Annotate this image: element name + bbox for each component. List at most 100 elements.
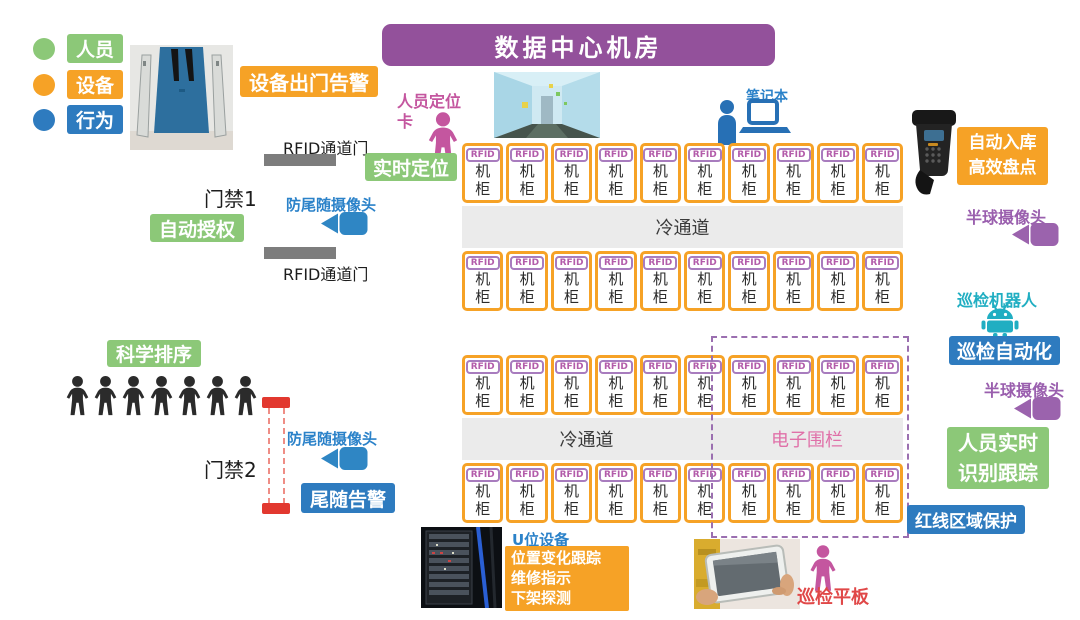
cabinet-label: 机柜: [830, 270, 846, 307]
cabinet-label: 机柜: [874, 482, 890, 519]
legend-label-person: 人员: [67, 34, 124, 63]
rfid-tag: RFID: [687, 360, 722, 375]
person-icon: [234, 375, 257, 416]
rfid-tag: RFID: [732, 256, 767, 271]
rfid-tag: RFID: [687, 256, 722, 271]
redline-protection-label: 红线区域保护: [907, 505, 1025, 534]
rfid-tag: RFID: [865, 148, 900, 163]
tablet-person-icon: [810, 545, 836, 591]
rfid-tag: RFID: [510, 360, 545, 375]
electronic-fence-label: 电子围栏: [771, 430, 843, 451]
legend-dot-person: [33, 38, 55, 60]
rack-photo: [421, 527, 502, 608]
dome-camera-icon-top: [1012, 223, 1059, 246]
door2-label: 门禁2: [204, 458, 257, 482]
cabinet-label: 机柜: [564, 482, 580, 519]
auto-authorization-label: 自动授权: [150, 214, 245, 242]
person-icon: [178, 375, 201, 416]
legend-dot-device: [33, 74, 55, 96]
rfid-tag: RFID: [465, 148, 500, 163]
rfid-tag: RFID: [554, 360, 589, 375]
rfid-tag: RFID: [598, 148, 633, 163]
inspection-automation-label: 巡检自动化: [949, 336, 1061, 365]
rfid-tag: RFID: [598, 360, 633, 375]
page-title: 数据中心机房: [382, 24, 775, 66]
rfid-gate-label-top: RFID通道门: [283, 139, 369, 158]
rfid-tag: RFID: [865, 256, 900, 271]
corridor-photo: [494, 72, 600, 138]
cabinet-label: 机柜: [874, 270, 890, 307]
rfid-tag: RFID: [776, 148, 811, 163]
rfid-tag: RFID: [732, 148, 767, 163]
person-tracking-label: 人员实时 识别跟踪: [947, 427, 1049, 489]
cabinet-label: 机柜: [830, 162, 846, 199]
legend-label-device: 设备: [67, 70, 124, 99]
rfid-tag: RFID: [643, 468, 678, 483]
cabinet-label: 机柜: [564, 270, 580, 307]
rfid-tag: RFID: [776, 360, 811, 375]
cabinet-label: 机柜: [697, 162, 713, 199]
rfid-tag: RFID: [465, 360, 500, 375]
cabinet-label: 机柜: [786, 482, 802, 519]
rfid-tag: RFID: [554, 468, 589, 483]
u-device-features-label: 位置变化跟踪 维修指示 下架探测: [505, 546, 629, 612]
cabinet-label: 机柜: [741, 482, 757, 519]
anti-tailgating-camera-label-2: 防尾随摄像头: [287, 430, 378, 448]
tailgating-alarm-label: 尾随告警: [301, 483, 396, 513]
rfid-tag: RFID: [732, 360, 767, 375]
cabinet-label: 机柜: [475, 270, 491, 307]
cabinet-label: 机柜: [564, 162, 580, 199]
tablet-photo: [694, 539, 800, 609]
device-exit-alarm-label: 设备出门告警: [240, 66, 378, 97]
cabinet-label: 机柜: [741, 270, 757, 307]
rfid-gate-label-bottom: RFID通道门: [283, 265, 369, 284]
rfid-tag: RFID: [821, 256, 855, 271]
cabinet-label: 机柜: [697, 374, 713, 411]
cabinet-label: 机柜: [608, 374, 624, 411]
legend-label-behavior: 行为: [67, 105, 124, 134]
dome-camera-label-top: 半球摄像头: [966, 208, 1047, 227]
anti-tailgating-camera-label-1: 防尾随摄像头: [286, 196, 377, 214]
person-icon: [122, 375, 145, 416]
rfid-tag: RFID: [687, 148, 722, 163]
cabinet-label: 机柜: [475, 482, 491, 519]
cold-aisle: 冷通道: [462, 206, 903, 248]
rfid-gate-bar-top: [264, 154, 336, 166]
cabinet-label: 机柜: [830, 482, 846, 519]
rfid-gate-bar-bottom: [264, 247, 336, 259]
rfid-tag: RFID: [776, 468, 811, 483]
scientific-ordering-label: 科学排序: [107, 340, 202, 367]
u-device-label: U位设备: [512, 531, 570, 549]
cabinet-label: 机柜: [652, 374, 668, 411]
rfid-tag: RFID: [821, 360, 855, 375]
gate-beam-right: [283, 408, 285, 504]
person-icon: [94, 375, 117, 416]
door1-label: 门禁1: [204, 187, 257, 211]
